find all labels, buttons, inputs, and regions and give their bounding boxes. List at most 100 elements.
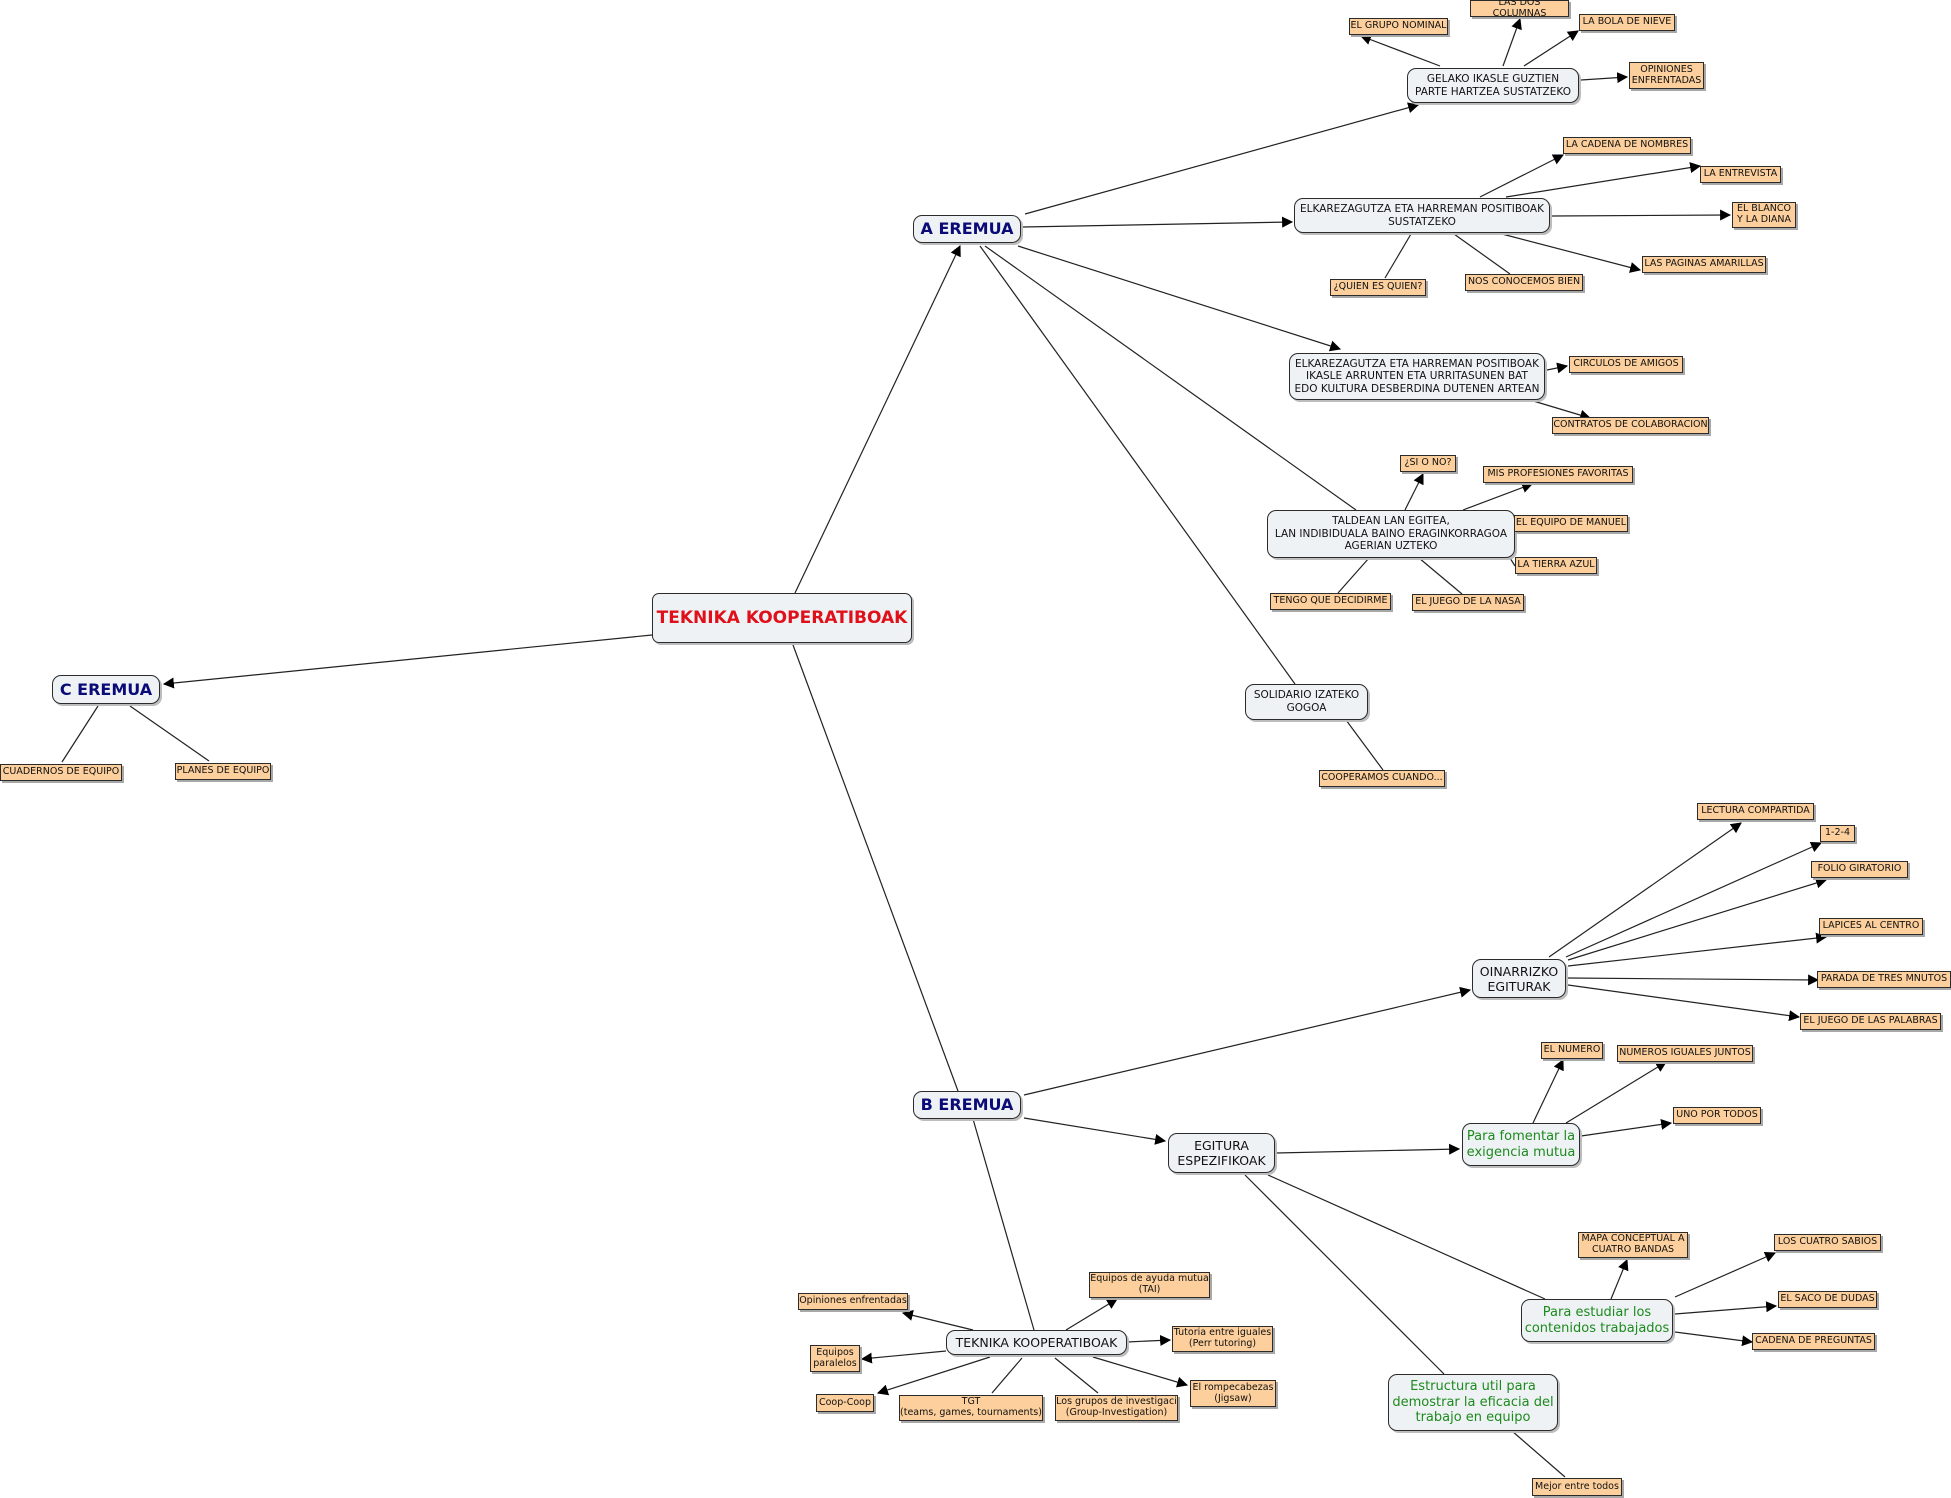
concept-solidario[interactable]: SOLIDARIO IZATEKO GOGOA [1245,684,1368,720]
connector-line [1244,1174,1445,1375]
leaf-coop-coop[interactable]: Coop-Coop [816,1394,874,1412]
leaf-paginas-amarillas[interactable]: LAS PAGINAS AMARILLAS [1642,256,1766,273]
connector-line [1126,1334,1172,1346]
connector-line [1345,719,1384,771]
connector-line [1017,245,1342,352]
zone-a-node[interactable]: A EREMUA [913,215,1021,243]
leaf-entrevista[interactable]: LA ENTREVISTA [1700,166,1781,183]
connector-line [61,705,99,763]
connector-line [1610,1258,1629,1300]
leaf-cooperamos-cuando[interactable]: COOPERAMOS CUANDO... [1319,770,1445,787]
leaf-nos-conocemos[interactable]: NOS CONOCEMOS BIEN [1465,274,1583,291]
root-concept[interactable]: TEKNIKA KOOPERATIBOAK [652,593,912,643]
concept-teknika-kooperatiboak-b[interactable]: TEKNIKA KOOPERATIBOAK [946,1330,1127,1355]
connector-line [1065,1298,1118,1331]
connector-line [1453,233,1511,275]
connector-line [1551,209,1732,221]
concept-elkarezagutza-1[interactable]: ELKAREZAGUTZA ETA HARREMAN POSITIBOAK SU… [1294,198,1550,233]
connector-line [991,1357,1023,1394]
connector-line [1567,877,1828,961]
leaf-parada-tres-minutos[interactable]: PARADA DE TRES MNUTOS [1817,971,1951,988]
leaf-grupo-nominal[interactable]: EL GRUPO NOMINAL [1349,18,1448,35]
connector-line [972,1118,1035,1331]
zone-b-node[interactable]: B EREMUA [913,1091,1021,1119]
leaf-rompecabezas[interactable]: El rompecabezas (Jigsaw) [1190,1380,1276,1407]
leaf-cadena-preguntas[interactable]: CADENA DE PREGUNTAS [1752,1333,1875,1350]
connector-line [1567,984,1801,1022]
leaf-grupos-investigacion[interactable]: Los grupos de investigaci (Group-Investi… [1055,1395,1178,1421]
leaf-el-numero[interactable]: EL NUMERO [1541,1042,1603,1059]
leaf-mapa-conceptual[interactable]: MAPA CONCEPTUAL A CUATRO BANDAS [1578,1232,1688,1258]
connector-line [1501,233,1642,273]
connector-line [1567,932,1828,967]
concept-gelako[interactable]: GELAKO IKASLE GUZTIEN PARTE HARTZEA SUST… [1407,68,1579,103]
connector-line [1529,399,1592,421]
leaf-si-o-no[interactable]: ¿SI O NO? [1400,455,1456,472]
leaf-tengo-que-decidirme[interactable]: TENGO QUE DECIDIRME [1270,593,1391,610]
concept-estudiar-contenidos[interactable]: Para estudiar los contenidos trabajados [1521,1299,1673,1342]
concept-estructura-util[interactable]: Estructura util para demostrar la eficac… [1388,1374,1558,1431]
leaf-bola-nieve[interactable]: LA BOLA DE NIEVE [1579,14,1675,31]
leaf-equipos-ayuda-mutua[interactable]: Equipos de ayuda mutua (TAI) [1089,1272,1210,1298]
leaf-1-2-4[interactable]: 1-2-4 [1820,825,1855,842]
leaf-cadena-nombres[interactable]: LA CADENA DE NOMBRES [1563,137,1691,154]
leaf-saco-dudas[interactable]: EL SACO DE DUDAS [1778,1291,1877,1308]
concept-oinarrizko[interactable]: OINARRIZKO EGITURAK [1472,959,1566,998]
leaf-mis-profesiones[interactable]: MIS PROFESIONES FAVORITAS [1483,466,1633,483]
leaf-folio-giratorio[interactable]: FOLIO GIRATORIO [1811,861,1908,878]
leaf-opiniones-enfrentadas[interactable]: OPINIONES ENFRENTADAS [1629,62,1704,89]
connector-line [1502,17,1522,67]
connector-line [979,245,1296,685]
leaf-juego-nasa[interactable]: EL JUEGO DE LA NASA [1412,594,1524,611]
leaf-planes-equipo[interactable]: PLANES DE EQUIPO [175,763,271,780]
leaf-lectura-compartida[interactable]: LECTURA COMPARTIDA [1697,803,1814,820]
connector-line [1580,72,1629,84]
connector-line [1092,1356,1189,1388]
connector-line [1511,1430,1566,1478]
connector-line [1505,162,1702,198]
connector-line [901,1309,974,1331]
leaf-tgt[interactable]: TGT (teams, games, tournaments) [899,1395,1043,1421]
connector-line [1565,842,1823,958]
connector-line [1023,1117,1167,1145]
connector-line [984,245,1357,511]
leaf-equipo-manuel[interactable]: EL EQUIPO DE MANUEL [1514,515,1628,532]
connector-line [1267,1174,1546,1300]
connector-line [876,1356,991,1396]
connector-line [1532,1059,1564,1124]
leaf-tutoria-entre-iguales[interactable]: Tutoria entre iguales (Perr tutoring) [1172,1326,1273,1352]
leaf-contratos-colaboracion[interactable]: CONTRATOS DE COLABORACION [1552,417,1709,434]
connector-line [1674,1331,1754,1347]
connector-line [1548,822,1742,958]
connector-line [1565,1061,1667,1124]
connector-line [794,245,961,594]
concept-elkarezagutza-2[interactable]: ELKAREZAGUTZA ETA HARREMAN POSITIBOAK IK… [1289,353,1545,400]
concept-fomentar-exigencia[interactable]: Para fomentar la exigencia mutua [1462,1123,1580,1166]
connector-line [860,1350,947,1364]
connector-line [1674,1251,1777,1298]
leaf-tierra-azul[interactable]: LA TIERRA AZUL [1515,557,1597,574]
leaf-circulos-amigos[interactable]: CIRCULOS DE AMIGOS [1569,356,1683,373]
leaf-equipos-paralelos[interactable]: Equipos paralelos [810,1345,860,1372]
connector-line [1580,1118,1673,1137]
leaf-blanco-diana[interactable]: EL BLANCO Y LA DIANA [1732,202,1796,228]
connector-line [1567,974,1820,986]
connector-line [792,644,959,1092]
connector-line [1275,1143,1461,1155]
leaf-numeros-iguales[interactable]: NUMEROS IGUALES JUNTOS [1617,1045,1753,1062]
leaf-quien-es-quien[interactable]: ¿QUIEN ES QUIEN? [1330,279,1426,296]
concept-taldean[interactable]: TALDEAN LAN EGITEA, LAN INDIBIDUALA BAIN… [1267,510,1515,558]
leaf-mejor-entre-todos[interactable]: Mejor entre todos [1532,1478,1622,1496]
leaf-dos-columnas[interactable]: LAS DOS COLUMNAS [1470,0,1569,18]
leaf-cuatro-sabios[interactable]: LOS CUATRO SABIOS [1774,1234,1881,1251]
connector-line [1462,482,1534,511]
zone-c-node[interactable]: C EREMUA [52,675,160,704]
leaf-juego-palabras[interactable]: EL JUEGO DE LAS PALABRAS [1800,1013,1941,1030]
leaf-cuadernos-equipo[interactable]: CUADERNOS DE EQUIPO [0,764,122,781]
leaf-opiniones-enfrentadas-b[interactable]: Opiniones enfrentadas [798,1293,908,1310]
leaf-uno-por-todos[interactable]: UNO POR TODOS [1673,1107,1761,1124]
concept-egitura-espezifikoak[interactable]: EGITURA ESPEZIFIKOAK [1168,1133,1275,1173]
leaf-lapices-centro[interactable]: LAPICES AL CENTRO [1819,918,1923,935]
connector-line [1509,557,1516,567]
